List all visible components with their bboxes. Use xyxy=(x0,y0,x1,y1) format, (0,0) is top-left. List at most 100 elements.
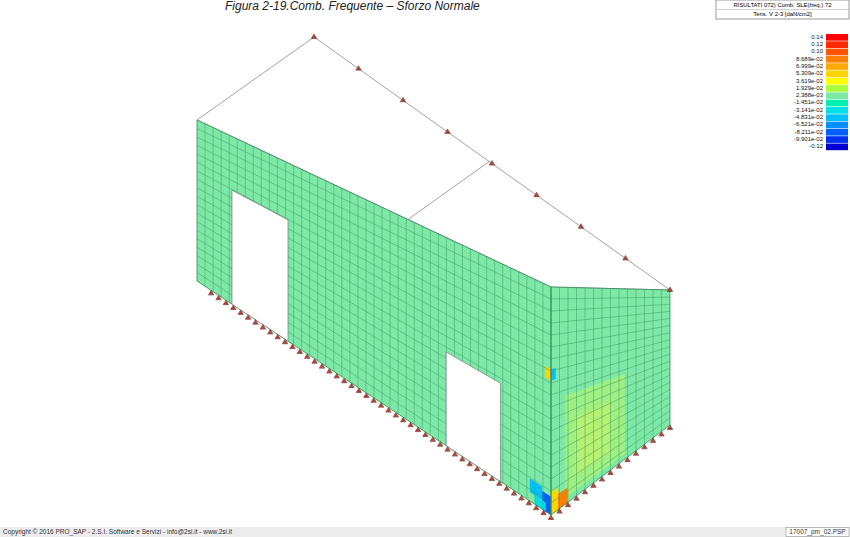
support-symbol xyxy=(305,354,310,358)
support-symbol xyxy=(275,334,280,338)
support-symbol xyxy=(557,509,562,513)
support-symbol xyxy=(364,393,369,397)
support-symbol xyxy=(342,378,347,382)
support-base xyxy=(459,460,465,461)
legend-swatch xyxy=(826,85,848,92)
support-base xyxy=(260,329,266,330)
mesh-line xyxy=(229,135,230,302)
mesh-line xyxy=(390,211,391,409)
mesh-line xyxy=(568,287,569,502)
mesh-line xyxy=(551,354,670,395)
support-base xyxy=(385,412,391,413)
support-base xyxy=(208,294,214,295)
support-base xyxy=(608,474,614,475)
legend-swatch xyxy=(826,41,848,48)
mesh-line xyxy=(398,215,399,414)
legend-value: -3.141e-02 xyxy=(794,107,823,114)
support-symbol xyxy=(416,427,421,431)
mesh-line xyxy=(374,204,375,399)
mesh-line xyxy=(325,181,326,366)
support-symbol xyxy=(290,344,295,348)
support-symbol xyxy=(460,456,465,460)
support-symbol xyxy=(401,417,406,421)
support-base xyxy=(642,448,648,449)
support-symbol xyxy=(327,368,332,372)
support-symbol xyxy=(651,438,656,442)
support-symbol xyxy=(591,483,596,487)
legend-value: 1.929e-02 xyxy=(796,85,823,92)
support-symbol xyxy=(634,451,639,455)
support-base xyxy=(474,470,480,471)
mesh-line xyxy=(627,289,628,457)
mesh-line xyxy=(293,166,294,345)
mesh-line xyxy=(502,264,503,483)
legend-swatch xyxy=(826,122,848,129)
legend-value: -6.521e-02 xyxy=(794,121,823,128)
support-base xyxy=(650,442,656,443)
support-symbol xyxy=(312,34,317,38)
support-base xyxy=(526,504,532,505)
support-base xyxy=(393,416,399,417)
legend-value: -9.901e-02 xyxy=(794,136,823,143)
support-symbol xyxy=(482,471,487,475)
support-symbol xyxy=(623,255,628,259)
support-base xyxy=(534,196,540,197)
support-base xyxy=(334,377,340,378)
support-base xyxy=(356,392,362,393)
support-symbol xyxy=(371,398,376,402)
support-symbol xyxy=(534,192,539,196)
mesh-line xyxy=(551,368,670,419)
support-base xyxy=(548,519,554,520)
mesh-line xyxy=(382,207,383,403)
door-opening xyxy=(232,190,288,341)
support-symbol xyxy=(209,290,214,294)
support-symbol xyxy=(216,295,221,299)
support-base xyxy=(363,397,369,398)
support-symbol xyxy=(393,412,398,416)
mesh-line xyxy=(661,290,662,432)
legend-swatch xyxy=(826,136,848,143)
support-symbol xyxy=(617,464,622,468)
legend-value: -4.831e-02 xyxy=(794,114,823,121)
legend-swatch xyxy=(826,107,848,114)
mesh-line xyxy=(576,288,577,496)
support-base xyxy=(578,228,584,229)
mesh-line xyxy=(551,382,670,443)
mesh-line xyxy=(213,128,214,292)
mesh-line xyxy=(406,219,407,420)
support-symbol xyxy=(489,476,494,480)
support-symbol xyxy=(379,403,384,407)
support-symbol xyxy=(526,500,531,504)
mesh-line xyxy=(197,162,551,347)
support-symbol xyxy=(283,339,288,343)
legend-value: -0.12 xyxy=(809,143,823,150)
support-symbol xyxy=(231,305,236,309)
mesh-line xyxy=(365,200,366,393)
legend-value: 0.14 xyxy=(811,34,823,41)
legend-value: 6.999e-02 xyxy=(796,63,823,70)
support-symbol xyxy=(334,373,339,377)
support-base xyxy=(574,500,580,501)
result-header: RISULTATI 072) Comb. SLE(freq.) 72 xyxy=(716,1,849,9)
support-base xyxy=(541,514,547,515)
support-symbol xyxy=(408,422,413,426)
support-base xyxy=(430,441,436,442)
mesh-line xyxy=(414,222,415,424)
figure-caption: Figura 2-19.Comb. Frequente – Sforzo Nor… xyxy=(225,0,480,13)
result-header: Tens. V 2-3 [daN/cm2] xyxy=(716,10,849,18)
mesh-line xyxy=(197,171,551,359)
legend-swatch xyxy=(826,78,848,85)
support-symbol xyxy=(490,161,495,165)
support-symbol xyxy=(512,491,517,495)
legend-swatch xyxy=(826,49,848,56)
support-base xyxy=(659,435,665,436)
stress-patch xyxy=(575,401,611,476)
mesh-line xyxy=(551,326,670,347)
support-base xyxy=(349,387,355,388)
support-symbol xyxy=(497,481,502,485)
support-base xyxy=(400,101,406,102)
mesh-line xyxy=(551,297,670,299)
support-symbol xyxy=(356,66,361,70)
header-box xyxy=(716,0,849,19)
mesh-line xyxy=(205,124,206,287)
